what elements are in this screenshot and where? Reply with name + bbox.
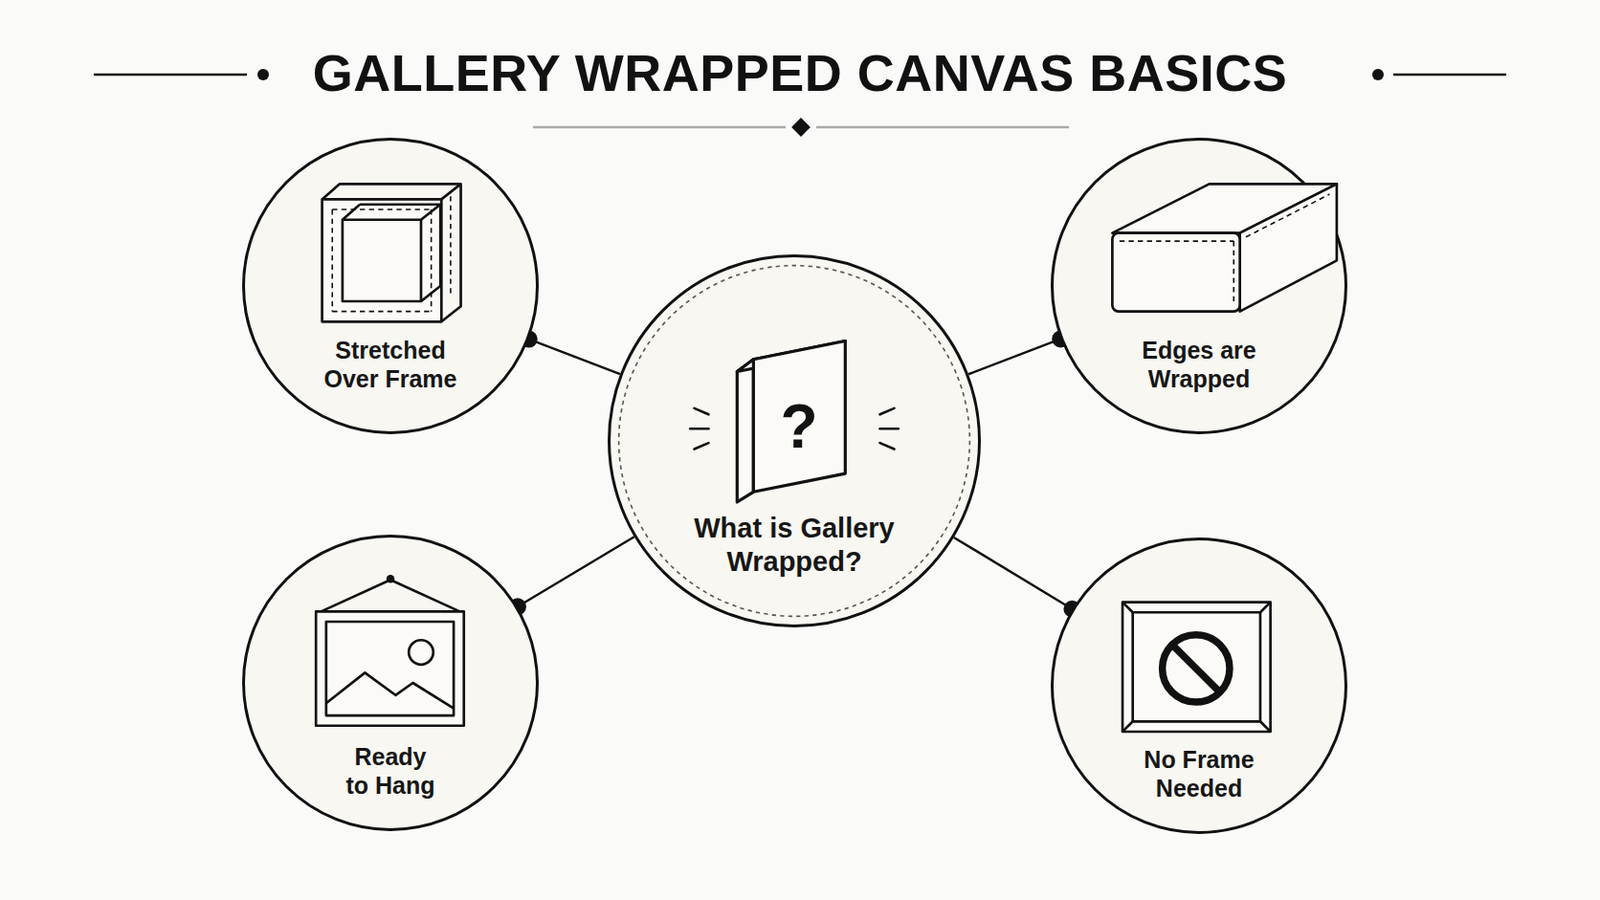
topic-label: Ready to Hang	[342, 742, 439, 800]
connector	[509, 536, 635, 616]
topic-label: Stretched Over Frame	[313, 335, 467, 394]
connector-line	[529, 339, 621, 376]
topic-label: No Frame Needed	[1127, 745, 1271, 803]
connector-line	[954, 537, 1073, 610]
title-rule	[93, 73, 247, 77]
topic-label: What is Gallery Wrapped?	[674, 511, 914, 579]
diagram-title: GALLERY WRAPPED CANVAS BASICS	[0, 42, 1600, 104]
connector	[520, 331, 621, 376]
title-dot	[257, 68, 269, 81]
connector	[968, 330, 1069, 375]
sub-rule	[533, 126, 786, 130]
topic-circle: Ready to Hang	[242, 534, 539, 832]
topic-circle: No Frame Needed	[1050, 537, 1348, 835]
topic-circle: Stretched Over Frame	[242, 137, 539, 435]
question-mark: ?	[760, 393, 838, 461]
connector-line	[968, 338, 1061, 375]
connector-line	[517, 536, 635, 607]
connector	[954, 537, 1082, 619]
sub-diamond	[791, 117, 811, 137]
topic-circle: ? What is Gallery Wrapped?	[607, 254, 981, 628]
topic-label: Edges are Wrapped	[1122, 335, 1276, 394]
topic-circle: Edges are Wrapped	[1050, 137, 1348, 435]
title-dot	[1372, 68, 1384, 81]
title-rule	[1393, 73, 1507, 77]
sub-rule	[816, 126, 1069, 130]
